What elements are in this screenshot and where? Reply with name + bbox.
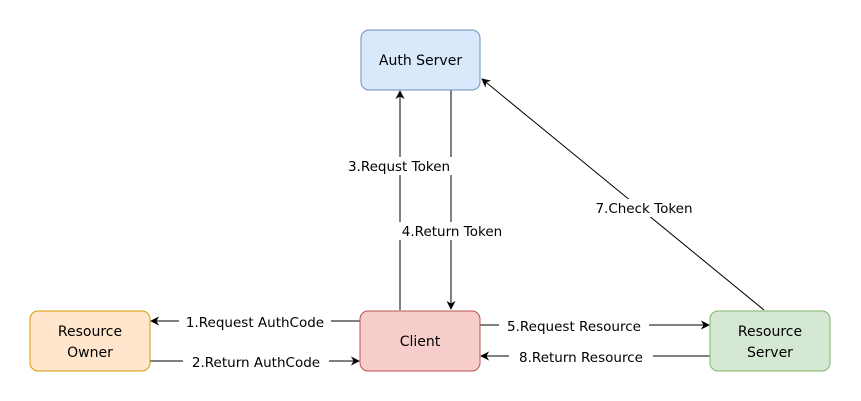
edge-label-text: 4.Return Token (402, 224, 502, 240)
node-resource-server-label-line1: Resource (738, 324, 802, 340)
node-auth-server: Auth Server (360, 29, 481, 91)
edge-label-return-token: 4.Return Token (393, 222, 511, 240)
edge-label-text: 5.Request Resource (507, 319, 641, 335)
edge-label-return-authcode: 2.Return AuthCode (183, 353, 329, 371)
edge-label-text: 1.Request AuthCode (186, 315, 324, 331)
edge-label-request-resource: 5.Request Resource (499, 317, 649, 335)
node-resource-server-label-line2: Server (747, 345, 793, 361)
node-resource-owner-box (29, 310, 151, 372)
node-client: Client (359, 310, 481, 372)
node-client-label: Client (400, 334, 441, 350)
node-resource-server-box (709, 310, 831, 372)
edge-label-text: 2.Return AuthCode (192, 355, 320, 371)
edge-label-return-resource: 8.Return Resource (509, 348, 653, 366)
node-resource-owner-label-line1: Resource (58, 324, 122, 340)
edge-check-token (481, 78, 765, 311)
edge-label-check-token: 7.Check Token (588, 199, 700, 217)
edge-label-text: 8.Return Resource (519, 350, 643, 366)
node-auth-server-box (360, 29, 481, 91)
edge-label-request-token: 3.Requst Token (340, 157, 458, 175)
edge-label-text: 3.Requst Token (348, 159, 450, 175)
edge-label-text: 7.Check Token (595, 201, 692, 217)
node-resource-owner-label-line2: Owner (67, 345, 113, 361)
edge-label-request-authcode: 1.Request AuthCode (179, 313, 331, 331)
node-auth-server-label: Auth Server (379, 53, 462, 69)
node-client-box (359, 310, 481, 372)
node-resource-server: Resource Server (709, 310, 831, 372)
node-resource-owner: Resource Owner (29, 310, 151, 372)
